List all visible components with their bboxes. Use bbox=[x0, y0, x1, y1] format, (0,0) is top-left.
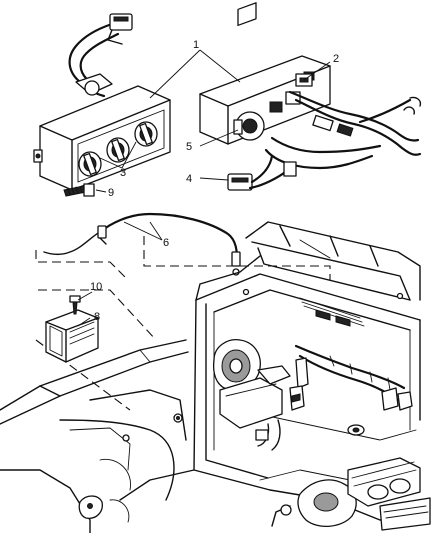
callout-6: 6 bbox=[163, 237, 169, 249]
knob-center bbox=[106, 137, 130, 163]
callout-labels: 1 2 3 4 5 6 8 9 10 bbox=[90, 39, 339, 323]
callout-9: 9 bbox=[108, 187, 114, 199]
blower-switch bbox=[233, 111, 265, 141]
knob-right bbox=[134, 121, 158, 147]
heater-control-rear bbox=[199, 2, 422, 191]
callout-5: 5 bbox=[186, 141, 192, 153]
control-module bbox=[45, 309, 99, 363]
dashboard-structure bbox=[0, 221, 431, 533]
callout-4: 4 bbox=[186, 173, 192, 185]
callout-3: 3 bbox=[120, 167, 126, 179]
callout-10: 10 bbox=[90, 281, 102, 293]
callout-2: 2 bbox=[333, 53, 339, 65]
harness-connector-top bbox=[109, 13, 133, 31]
harness-connector-mid bbox=[312, 114, 334, 132]
blower-housing bbox=[212, 339, 291, 429]
screw-10 bbox=[69, 295, 81, 315]
screw-9 bbox=[63, 183, 95, 197]
connector-4 bbox=[227, 154, 297, 191]
temperature-cable bbox=[43, 212, 241, 276]
callout-1: 1 bbox=[193, 39, 199, 51]
leader-lines bbox=[77, 49, 331, 327]
engine-components bbox=[271, 457, 431, 531]
knob-left bbox=[78, 151, 102, 177]
callout-8: 8 bbox=[94, 311, 100, 323]
heater-control-front bbox=[33, 13, 171, 197]
